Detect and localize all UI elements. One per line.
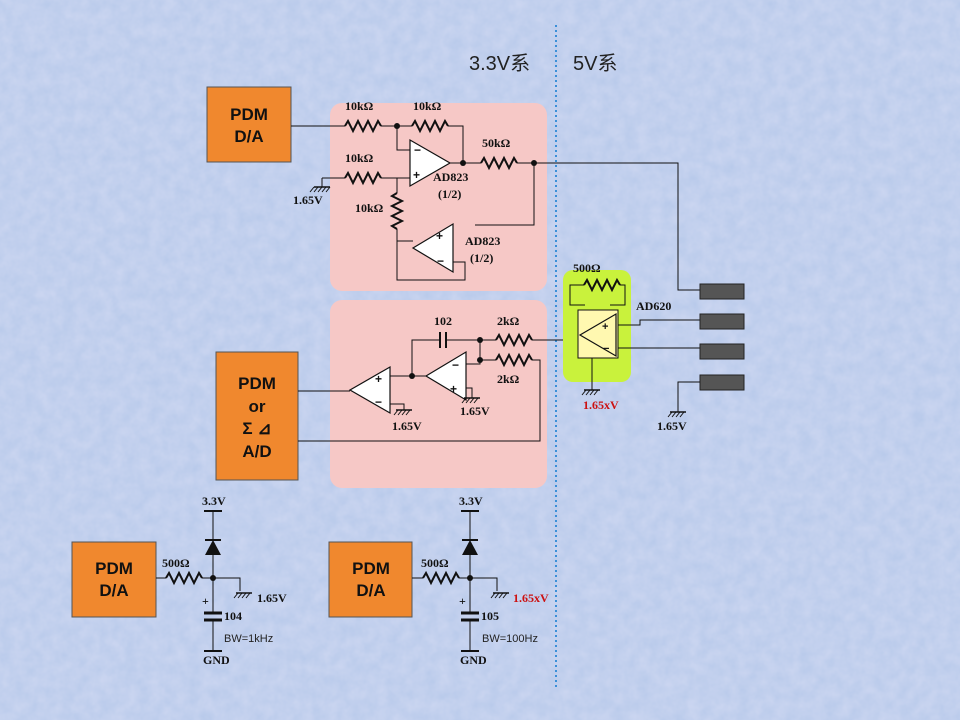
svg-text:D/A: D/A (234, 127, 263, 146)
label-bl-c: 104 (224, 609, 242, 623)
ground-symbol-ad620 (581, 389, 600, 396)
label-ad823-a-sub: (1/2) (438, 187, 461, 201)
connector-pin-1 (699, 283, 745, 300)
label-bm-vcc: 3.3V (459, 494, 483, 508)
svg-text:PDM: PDM (95, 559, 133, 578)
label-bm-bw: BW=100Hz (482, 633, 538, 645)
svg-text:−: − (603, 343, 609, 355)
label-bm-out: 1.65xV (513, 591, 549, 605)
label-ad620: AD620 (636, 299, 671, 313)
svg-text:D/A: D/A (356, 581, 385, 600)
ground-symbol-mid1 (393, 409, 412, 416)
label-r2k-b: 2kΩ (497, 372, 520, 386)
label-bl-bw: BW=1kHz (224, 633, 273, 645)
svg-text:−: − (452, 358, 459, 372)
label-ad823-b: AD823 (465, 234, 500, 248)
label-ad823-a: AD823 (433, 170, 468, 184)
svg-text:D/A: D/A (99, 581, 128, 600)
label-r2k-a: 2kΩ (497, 314, 520, 328)
capacitor-bl (204, 611, 222, 622)
svg-text:+: + (413, 168, 420, 182)
ground-symbol-bm (490, 592, 509, 599)
label-gnd-top: 1.65V (293, 193, 323, 207)
region-3v3-da (330, 103, 547, 291)
svg-text:PDM: PDM (352, 559, 390, 578)
ground-symbol-connector (667, 411, 686, 418)
label-r2: 10kΩ (413, 99, 442, 113)
label-r3: 10kΩ (345, 151, 374, 165)
label-bm-c: 105 (481, 609, 499, 623)
label-gnd-ad620: 1.65xV (583, 398, 619, 412)
label-bl-vcc: 3.3V (202, 494, 226, 508)
label-r1: 10kΩ (345, 99, 374, 113)
label-bl-r: 500Ω (162, 556, 190, 570)
label-bm-r: 500Ω (421, 556, 449, 570)
pdm-ad-block: PDM or Σ ⊿ A/D (215, 351, 299, 481)
label-bm-gnd: GND (460, 653, 487, 667)
capacitor-bm (461, 611, 479, 622)
diode-bl (205, 539, 221, 555)
opamp-buffer-ad: + − (348, 365, 391, 415)
svg-text:PDM: PDM (230, 105, 268, 124)
svg-text:+: + (602, 321, 608, 333)
label-ad823-b-sub: (1/2) (470, 251, 493, 265)
resistor-r3 (344, 170, 382, 186)
resistor-r1 (344, 118, 382, 134)
label-gnd-mid2: 1.65V (460, 404, 490, 418)
header-3v3: 3.3V系 (469, 52, 530, 75)
label-r50k: 50kΩ (482, 136, 511, 150)
svg-text:+: + (436, 229, 443, 243)
label-bl-gnd: GND (203, 653, 230, 667)
resistor-r4 (389, 192, 405, 230)
svg-text:−: − (414, 143, 421, 157)
pdm-da-bm-block: PDM D/A (328, 541, 413, 618)
resistor-2k-a (495, 332, 533, 348)
svg-text:+: + (375, 372, 382, 386)
pdm-da-top-block: PDM D/A (206, 86, 292, 163)
svg-text:+: + (450, 382, 457, 396)
ground-symbol-top (309, 186, 331, 193)
instr-amp-ad620: + − (577, 309, 619, 359)
resistor-r2 (411, 118, 449, 134)
svg-text:Σ ⊿: Σ ⊿ (242, 419, 271, 438)
label-bl-plus: + (202, 594, 209, 608)
header-5v: 5V系 (573, 52, 617, 75)
label-r500-amp: 500Ω (573, 261, 601, 275)
resistor-2k-b (495, 352, 533, 368)
ground-symbol-mid2 (461, 397, 480, 404)
label-bl-out: 1.65V (257, 591, 287, 605)
connector-pin-4 (699, 374, 745, 391)
connector-pin-3 (699, 343, 745, 360)
svg-text:−: − (375, 395, 382, 409)
resistor-500-gain (583, 277, 621, 293)
svg-text:−: − (437, 254, 444, 268)
svg-text:or: or (249, 397, 266, 416)
ground-symbol-bl (233, 592, 252, 599)
resistor-bl-500 (165, 570, 203, 586)
label-gnd-conn: 1.65V (657, 419, 687, 433)
svg-text:A/D: A/D (242, 442, 271, 461)
label-gnd-mid1: 1.65V (392, 419, 422, 433)
opamp-filter-ad: − + (424, 350, 467, 402)
resistor-bm-500 (422, 570, 460, 586)
diode-bm (462, 539, 478, 555)
svg-text:PDM: PDM (238, 374, 276, 393)
label-r4: 10kΩ (355, 201, 384, 215)
label-c102: 102 (434, 314, 452, 328)
opamp-ad823-a: − + (409, 138, 452, 188)
opamp-ad823-b: + − (411, 222, 454, 274)
resistor-50k (480, 155, 518, 171)
pdm-da-bl-block: PDM D/A (71, 541, 157, 618)
label-bm-plus: + (459, 594, 466, 608)
connector-pin-2 (699, 313, 745, 330)
